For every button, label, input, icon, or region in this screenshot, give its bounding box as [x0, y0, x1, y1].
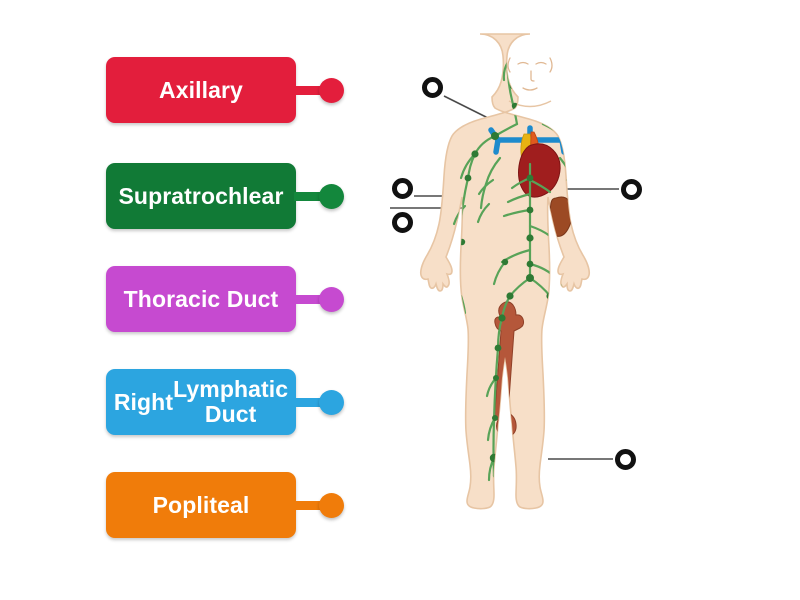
body-silhouette [419, 33, 591, 510]
label-connector-stem-thoracic-duct [294, 294, 324, 304]
label-card-thoracic-duct[interactable]: Thoracic Duct [106, 266, 296, 332]
target-circle-2[interactable] [391, 177, 413, 199]
label-card-text2-right-lymphatic-duct: Lymphatic Duct [173, 376, 289, 427]
label-connector-stem-axillary [294, 85, 324, 95]
label-connector-knob-right-lymphatic-duct[interactable] [319, 389, 344, 415]
label-card-supratrochlear[interactable]: Supratrochlear [106, 163, 296, 229]
label-card-popliteal[interactable]: Popliteal [106, 472, 296, 538]
label-connector-knob-popliteal[interactable] [319, 492, 344, 518]
face-features [507, 57, 553, 91]
label-card-axillary[interactable]: Axillary [106, 57, 296, 123]
target-circle-3[interactable] [391, 211, 413, 233]
label-connector-stem-right-lymphatic-duct [294, 397, 324, 407]
label-card-text-axillary: Axillary [159, 76, 243, 103]
target-circle-1[interactable] [421, 76, 443, 98]
target-circle-5[interactable] [614, 448, 636, 470]
label-card-text-supratrochlear: Supratrochlear [118, 182, 284, 209]
label-connector-knob-axillary[interactable] [319, 77, 344, 103]
label-connector-stem-popliteal [294, 500, 324, 510]
label-connector-knob-thoracic-duct[interactable] [319, 286, 344, 312]
label-card-text-right-lymphatic-duct: Right [113, 388, 174, 415]
label-connector-stem-supratrochlear [294, 191, 324, 201]
label-connector-knob-supratrochlear[interactable] [319, 183, 344, 209]
lymphatic-system-body-diagram [405, 28, 655, 573]
target-circle-4[interactable] [620, 178, 642, 200]
label-card-text-thoracic-duct: Thoracic Duct [123, 285, 279, 312]
label-card-text-popliteal: Popliteal [152, 491, 250, 518]
